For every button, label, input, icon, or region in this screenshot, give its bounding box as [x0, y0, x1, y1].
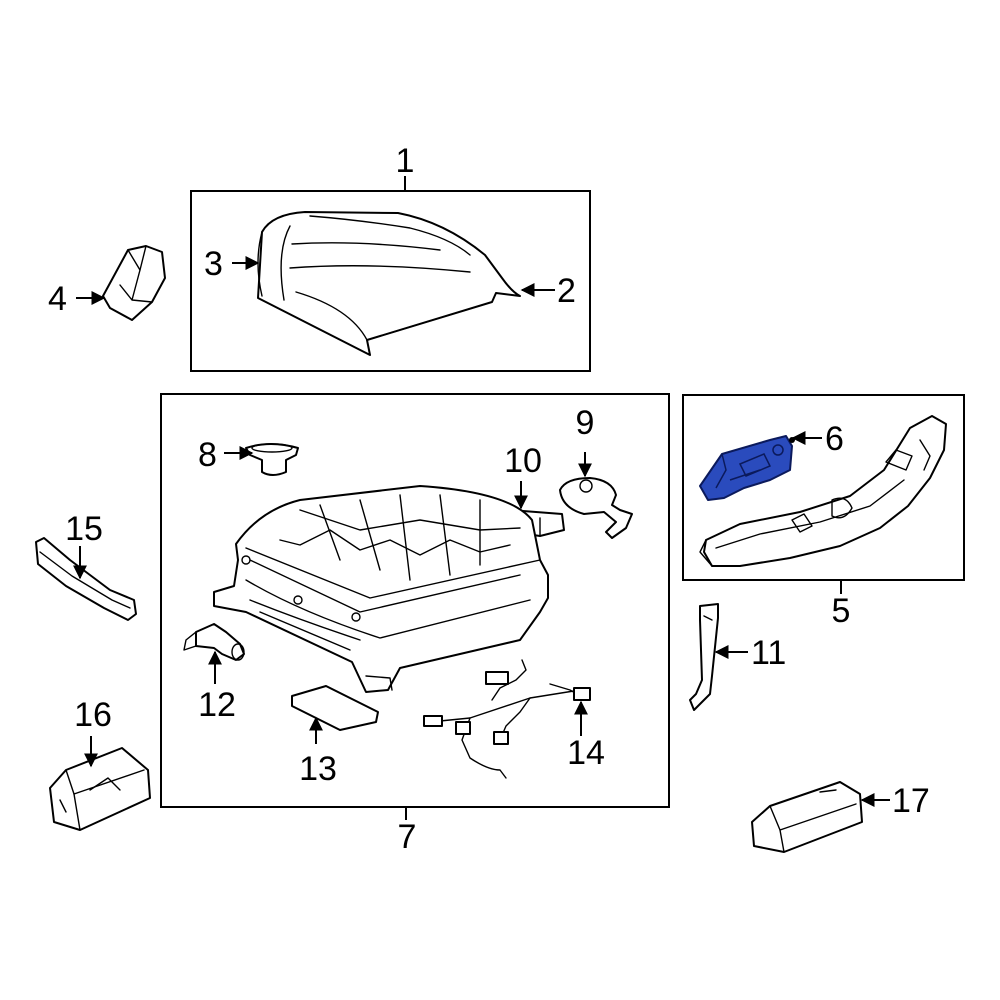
callout-4: 4	[48, 280, 67, 318]
callout-5: 5	[832, 592, 851, 630]
push-nut-part	[245, 443, 299, 476]
callout-8: 8	[198, 436, 217, 474]
cushion-frame-box	[160, 393, 670, 808]
callout-6: 6	[825, 420, 844, 458]
callout-13: 13	[299, 750, 337, 788]
callout-3: 3	[204, 245, 223, 283]
seat-cushion-cover	[257, 211, 521, 356]
side-shield-frame	[682, 394, 965, 581]
bracket-part	[559, 477, 633, 539]
trim-strip-part	[689, 603, 719, 711]
callout-12: 12	[198, 686, 236, 724]
end-cap-part-right	[751, 781, 863, 853]
side-cover-part	[102, 245, 166, 321]
sensor-part	[183, 623, 245, 661]
seat-frame-assembly	[213, 485, 549, 693]
pad-cover-part	[291, 685, 379, 731]
callout-11: 11	[751, 634, 786, 672]
cushion-cover-frame	[190, 190, 591, 372]
side-shield-part	[699, 415, 947, 567]
callout-7: 7	[398, 818, 417, 856]
callout-10: 10	[504, 442, 542, 480]
callout-17: 17	[892, 782, 930, 820]
callout-16: 16	[74, 696, 112, 734]
callout-9: 9	[576, 404, 595, 442]
wiring-harness-part	[423, 659, 591, 779]
callout-1: 1	[396, 142, 415, 180]
callout-15: 15	[65, 510, 103, 548]
trim-molding-part	[35, 537, 137, 621]
seat-switch-part	[699, 435, 795, 501]
end-cap-part	[49, 747, 151, 831]
callout-14: 14	[567, 734, 605, 772]
callout-2: 2	[557, 272, 576, 310]
